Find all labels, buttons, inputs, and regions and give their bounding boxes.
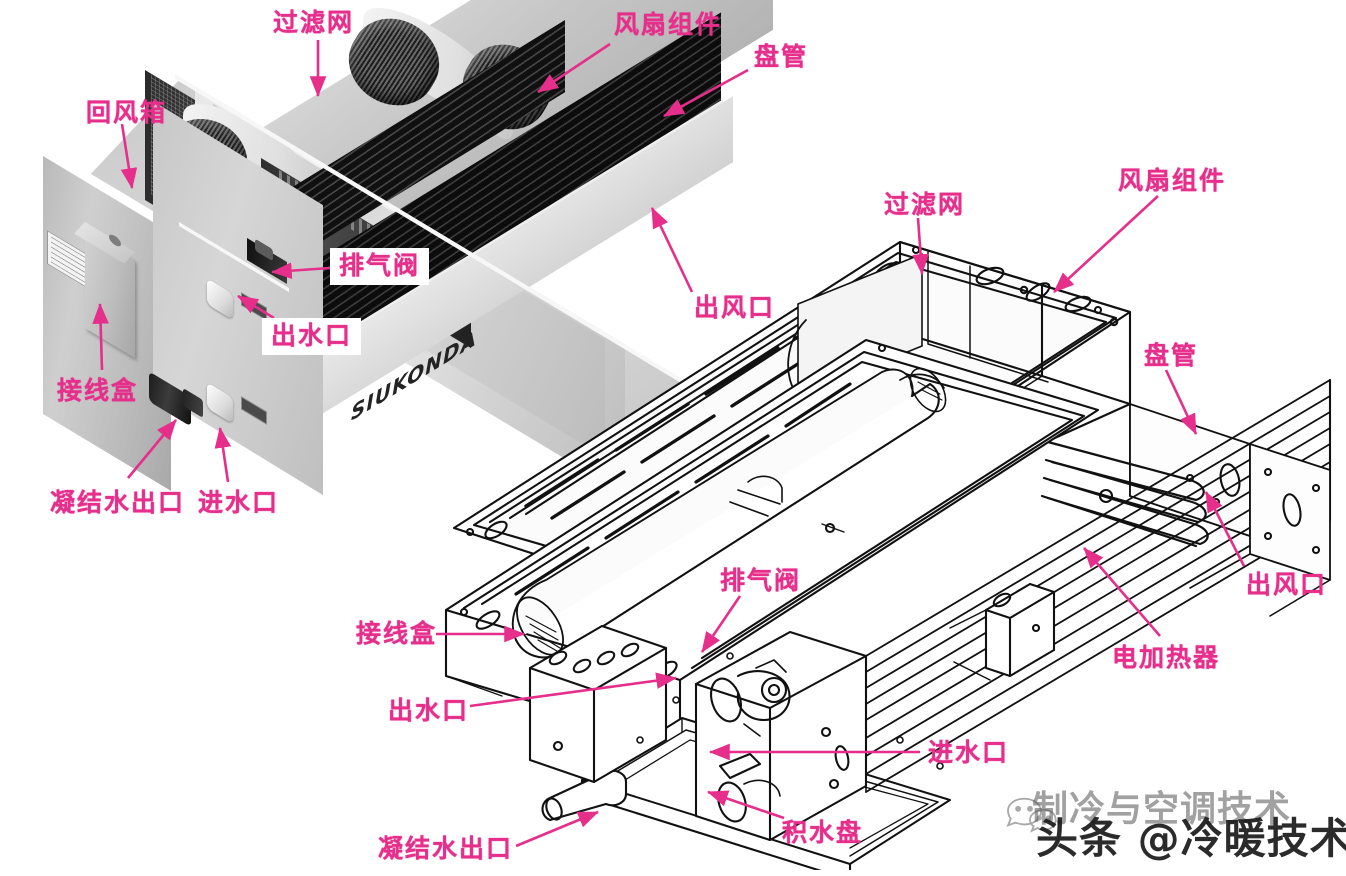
label-junction-box: 接线盒 <box>57 376 139 405</box>
watermark-logo-icon <box>1006 797 1057 833</box>
label-water-inlet-2: 进水口 <box>928 738 1010 767</box>
label-air-outlet-2: 出风口 <box>1246 570 1328 599</box>
label-drain-pan: 积水盘 <box>782 818 864 847</box>
label-junction-box-2: 接线盒 <box>356 619 438 648</box>
label-water-inlet: 进水口 <box>198 488 280 517</box>
valve-header-box <box>694 630 868 842</box>
watermark-front-text: 头条 @冷暖技术 <box>1036 814 1346 863</box>
label-air-vent-valve-2: 排气阀 <box>720 566 802 595</box>
label-condensate-drain: 凝结水出口 <box>50 488 186 517</box>
label-filter-screen: 过滤网 <box>273 8 355 37</box>
label-coil: 盘管 <box>754 42 809 71</box>
label-return-air-box: 回风箱 <box>86 98 168 127</box>
air-vent-valve-drawing <box>710 659 791 737</box>
label-fan-assembly-2: 风扇组件 <box>1118 166 1227 195</box>
label-water-outlet-2: 出水口 <box>388 696 470 725</box>
label-air-outlet: 出风口 <box>694 293 776 322</box>
label-water-outlet: 出水口 <box>262 318 362 355</box>
mounting-bracket <box>949 582 1056 681</box>
exploded-line-drawing-svg <box>444 240 1332 870</box>
watermark-back-text: 制冷与空调技术 <box>1032 789 1292 830</box>
cross-flow-blower <box>511 367 947 659</box>
label-air-vent-valve: 排气阀 <box>330 248 430 285</box>
label-condensate-drain-2: 凝结水出口 <box>378 834 514 863</box>
right-line-drawing <box>430 180 1346 870</box>
label-coil-2: 盘管 <box>1144 341 1199 370</box>
label-electric-heater: 电加热器 <box>1112 643 1221 672</box>
label-filter-screen-2: 过滤网 <box>884 190 966 219</box>
label-fan-assembly: 风扇组件 <box>614 10 723 39</box>
air-outlet-end <box>1189 443 1331 617</box>
